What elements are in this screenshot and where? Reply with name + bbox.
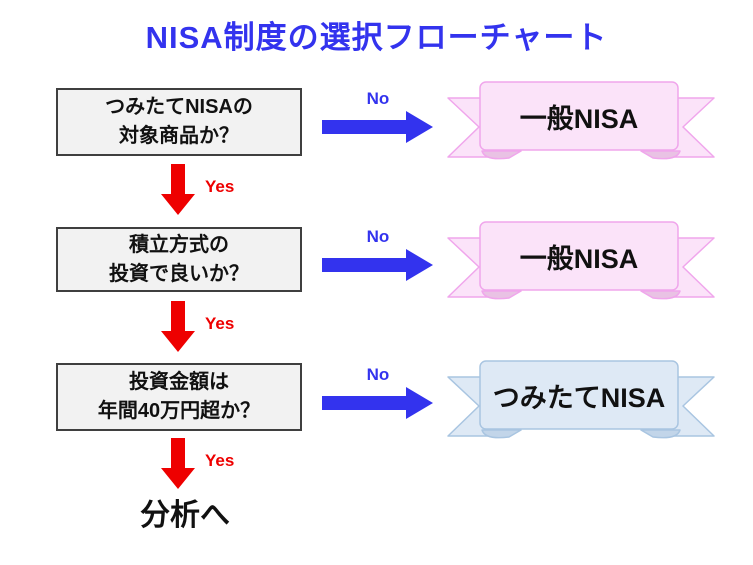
- yes-label-3: Yes: [205, 451, 235, 470]
- ribbon-result-2: 一般NISA: [447, 221, 715, 305]
- no-branch-2: No: [322, 226, 434, 282]
- arrow-right-icon: [322, 249, 433, 281]
- ribbon-banner-icon: [447, 360, 715, 439]
- yes-branch-2: Yes: [160, 301, 234, 353]
- ribbon-banner-icon: [447, 81, 715, 160]
- page-title: NISA制度の選択フローチャート: [145, 20, 608, 55]
- arrow-right-icon: [322, 387, 433, 419]
- no-label-3: No: [366, 365, 390, 384]
- final-step-label: 分析へ: [140, 499, 230, 532]
- ribbon-result-3: つみたてNISA: [447, 360, 715, 444]
- question-box-3: 投資金額は 年間40万円超か？: [56, 363, 302, 431]
- result-label-3: つみたてNISA: [492, 382, 666, 413]
- no-branch-1: No: [322, 88, 434, 144]
- arrow-right-icon: [322, 111, 433, 143]
- arrow-down-icon: [161, 301, 195, 352]
- question-1-line-1: つみたてNISAの: [105, 96, 253, 118]
- arrow-down-icon: [161, 164, 195, 215]
- result-label-1: 一般NISA: [519, 103, 639, 134]
- yes-label-2: Yes: [205, 314, 235, 333]
- yes-label-1: Yes: [205, 177, 235, 196]
- question-3-line-2: 年間40万円超か？: [97, 400, 261, 422]
- no-label-1: No: [366, 89, 390, 108]
- question-2-line-1: 積立方式の: [129, 233, 229, 256]
- yes-branch-3: Yes: [160, 438, 234, 490]
- arrow-down-icon: [161, 438, 195, 489]
- question-1-line-2: 対象商品か？: [119, 125, 239, 147]
- question-box-2: 積立方式の 投資で良いか？: [56, 227, 302, 292]
- ribbon-banner-icon: [447, 221, 715, 300]
- question-3-line-1: 投資金額は: [129, 371, 229, 393]
- ribbon-result-1: 一般NISA: [447, 81, 715, 165]
- no-branch-3: No: [322, 364, 434, 420]
- result-label-2: 一般NISA: [519, 243, 639, 274]
- question-2-line-2: 投資で良いか？: [109, 262, 249, 285]
- yes-branch-1: Yes: [160, 164, 234, 216]
- no-label-2: No: [366, 227, 390, 246]
- question-box-1: つみたてNISAの 対象商品か？: [56, 88, 302, 156]
